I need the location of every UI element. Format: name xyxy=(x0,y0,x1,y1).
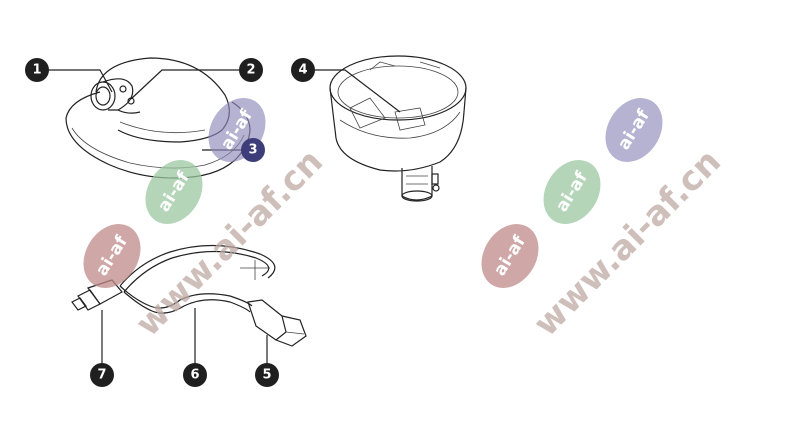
watermark-badge-green-left: ai-af xyxy=(145,160,203,224)
callout-5-badge xyxy=(255,363,279,387)
callout-5-number: 5 xyxy=(262,368,271,383)
mounting-bracket-illustration xyxy=(329,55,467,202)
callout-2: 2 xyxy=(239,58,263,82)
callout-6-badge xyxy=(183,363,207,387)
callout-2-badge xyxy=(239,58,263,82)
callout-4: 4 xyxy=(291,58,315,82)
callout-3: 3 xyxy=(241,138,265,162)
badge-ellipse xyxy=(543,160,601,224)
callout-6-number: 6 xyxy=(190,368,199,383)
callout-7: 7 xyxy=(90,363,114,387)
callout-3-badge xyxy=(241,138,265,162)
watermark-layer: ai-af ai-af ai-af www.ai-af.cn ai-af ai-… xyxy=(83,98,729,344)
callout-3-number: 3 xyxy=(248,143,257,158)
callout-4-badge xyxy=(291,58,315,82)
watermark-badge-red-right: ai-af xyxy=(481,224,539,288)
watermark-badge-red-left: ai-af xyxy=(83,224,141,288)
callout-5: 5 xyxy=(255,363,279,387)
callout-1-number: 1 xyxy=(32,63,41,78)
watermark-badge-purple-left: ai-af xyxy=(208,98,266,162)
callout-6: 6 xyxy=(183,363,207,387)
callout-7-number: 7 xyxy=(97,368,106,383)
callout-1-badge xyxy=(25,58,49,82)
watermark-badge-purple-right: ai-af xyxy=(605,98,663,162)
badge-ellipse xyxy=(145,160,203,224)
watermark-badge-green-right: ai-af xyxy=(543,160,601,224)
callout-1: 1 xyxy=(25,58,49,82)
callout-4-number: 4 xyxy=(298,63,307,78)
badge-ellipse xyxy=(481,224,539,288)
badge-ellipse xyxy=(605,98,663,162)
callout-7-badge xyxy=(90,363,114,387)
callout-2-number: 2 xyxy=(246,63,255,78)
badge-ellipse xyxy=(83,224,141,288)
